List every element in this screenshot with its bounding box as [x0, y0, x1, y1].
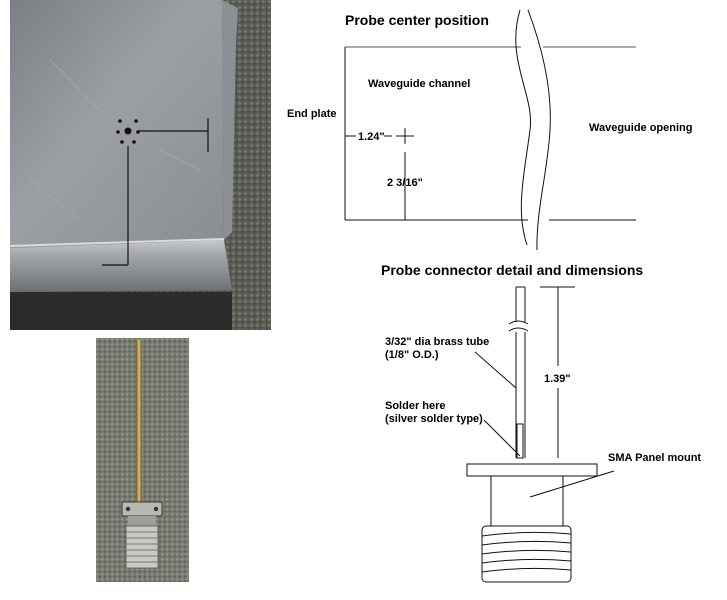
waveguide-endplate-photo-image: [10, 0, 271, 330]
photo-dimension-lines: [102, 118, 209, 266]
tube-break-upper: [508, 320, 529, 325]
dim-vertical: 2 3/16": [387, 177, 423, 189]
dim-horizontal: 1.24": [358, 131, 385, 143]
label-solder-line1: Solder here: [385, 400, 446, 412]
sma-flange: [466, 463, 598, 477]
solder-joint: [516, 423, 524, 459]
label-tube-line1: 3/32" dia brass tube: [385, 336, 489, 348]
leader-sma: [529, 470, 615, 498]
probe-connector-photo-image: [96, 338, 189, 582]
label-waveguide-opening: Waveguide opening: [589, 122, 693, 134]
label-sma: SMA Panel mount: [608, 452, 701, 464]
label-waveguide-channel: Waveguide channel: [368, 78, 470, 90]
probe-connector-diagram: Probe connector detail and dimensions 1.…: [381, 262, 701, 583]
hole-pattern: [116, 119, 140, 144]
dim-length: 1.39": [544, 373, 571, 385]
probe-center-diagram: Probe center position 1.24" 2 3/16" Wave…: [287, 9, 693, 251]
top-diagram-title: Probe center position: [345, 12, 489, 28]
break-line-left: [515, 9, 532, 246]
probe-connector-photo: [96, 338, 189, 582]
sma-body: [490, 475, 564, 527]
label-end-plate: End plate: [287, 108, 337, 120]
leader-tube: [474, 351, 517, 389]
leader-solder: [483, 419, 521, 457]
label-tube-line2: (1/8" O.D.): [385, 349, 439, 361]
break-line-right: [527, 9, 551, 251]
waveguide-endplate-photo: [10, 0, 271, 330]
tube-break-lower: [508, 327, 529, 332]
label-solder-line2: (silver solder type): [385, 413, 483, 425]
sma-thread: [481, 525, 572, 583]
bottom-diagram-title: Probe connector detail and dimensions: [381, 262, 643, 278]
